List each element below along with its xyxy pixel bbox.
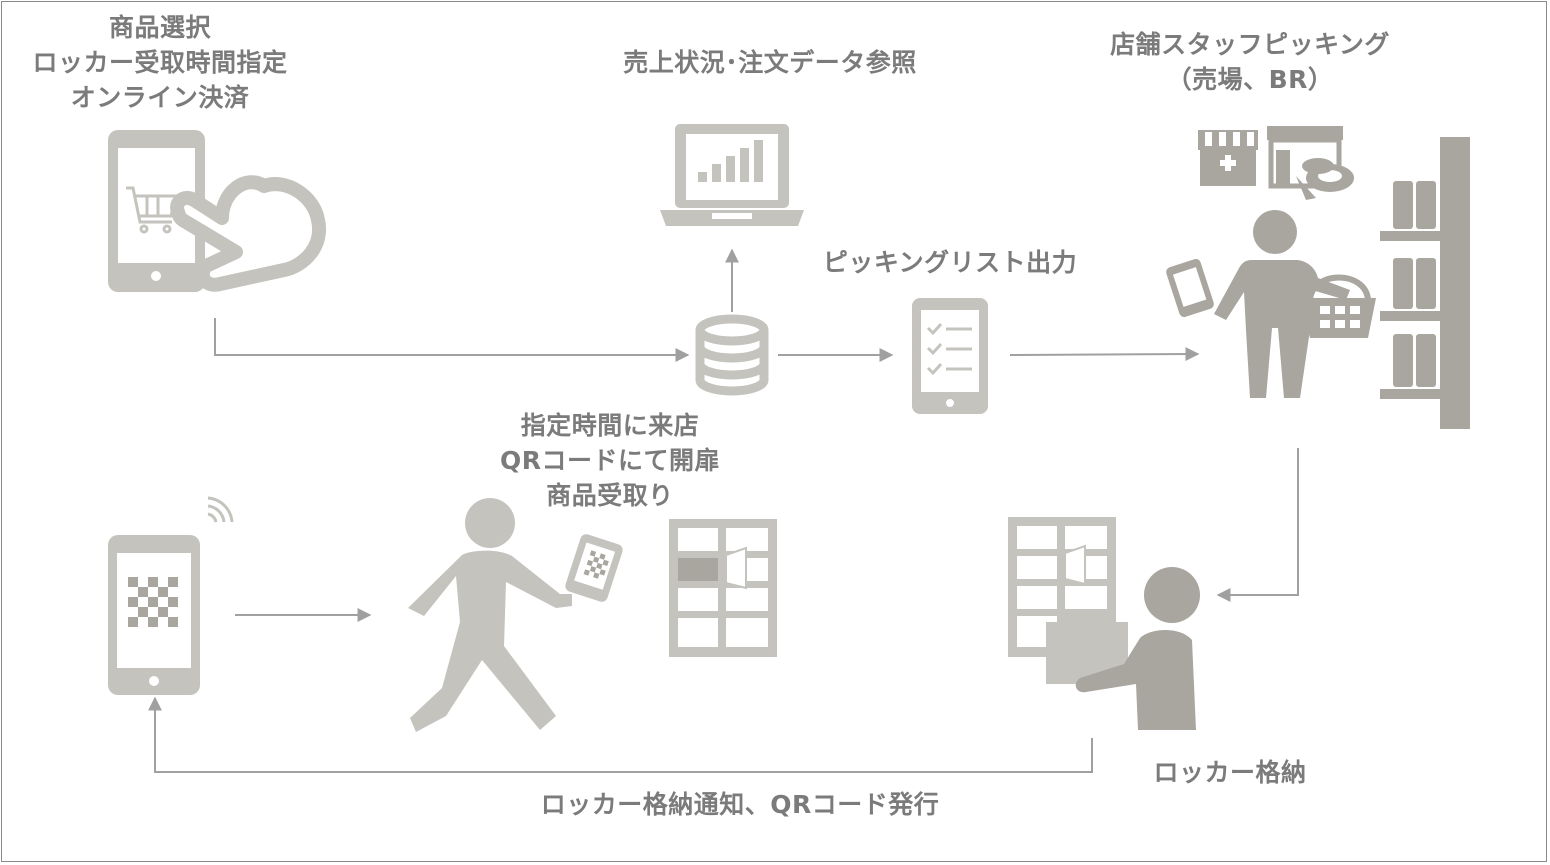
staff-picking-icon [1166, 210, 1376, 398]
arrow-checklist-to-staff [1009, 347, 1200, 362]
arrow-locker-to-phone [148, 696, 1093, 773]
staff-storing-person [1075, 567, 1200, 730]
label-picking-list: ピッキングリスト出力 [822, 248, 1078, 277]
grocery-store-icon [1267, 126, 1354, 200]
database-icon [695, 314, 769, 396]
phone-qr-icon [108, 496, 234, 695]
arrow-order-to-database [214, 318, 690, 362]
pharmacy-store-icon [1198, 130, 1258, 186]
phone-cart-icon [108, 130, 327, 292]
label-sales-data: 売上状況･注文データ参照 [623, 48, 917, 77]
checklist-tablet-icon [912, 298, 988, 414]
hand-pointer-icon [170, 175, 327, 292]
locker-storing-icon [1008, 517, 1200, 730]
label-customer-order: 商品選択 ロッカー受取時間指定 オンライン決済 [32, 13, 288, 112]
label-locker-storage: ロッカー格納 [1153, 758, 1307, 787]
walking-person-icon [408, 498, 623, 732]
arrow-staff-to-locker [1216, 448, 1299, 602]
label-notification: ロッカー格納通知、QRコード発行 [540, 790, 940, 819]
store-shelf-icon [1380, 137, 1470, 429]
wifi-signal-icon [207, 496, 234, 523]
laptop-chart-icon [660, 124, 804, 226]
label-store-picking: 店舗スタッフピッキング （売場、BR） [1110, 30, 1390, 94]
locker-open-icon [669, 519, 777, 657]
connector-arrows [148, 248, 1299, 773]
qr-code-icon [128, 577, 178, 627]
label-pickup: 指定時間に来店 QRコードにて開扉 商品受取り [499, 411, 720, 510]
